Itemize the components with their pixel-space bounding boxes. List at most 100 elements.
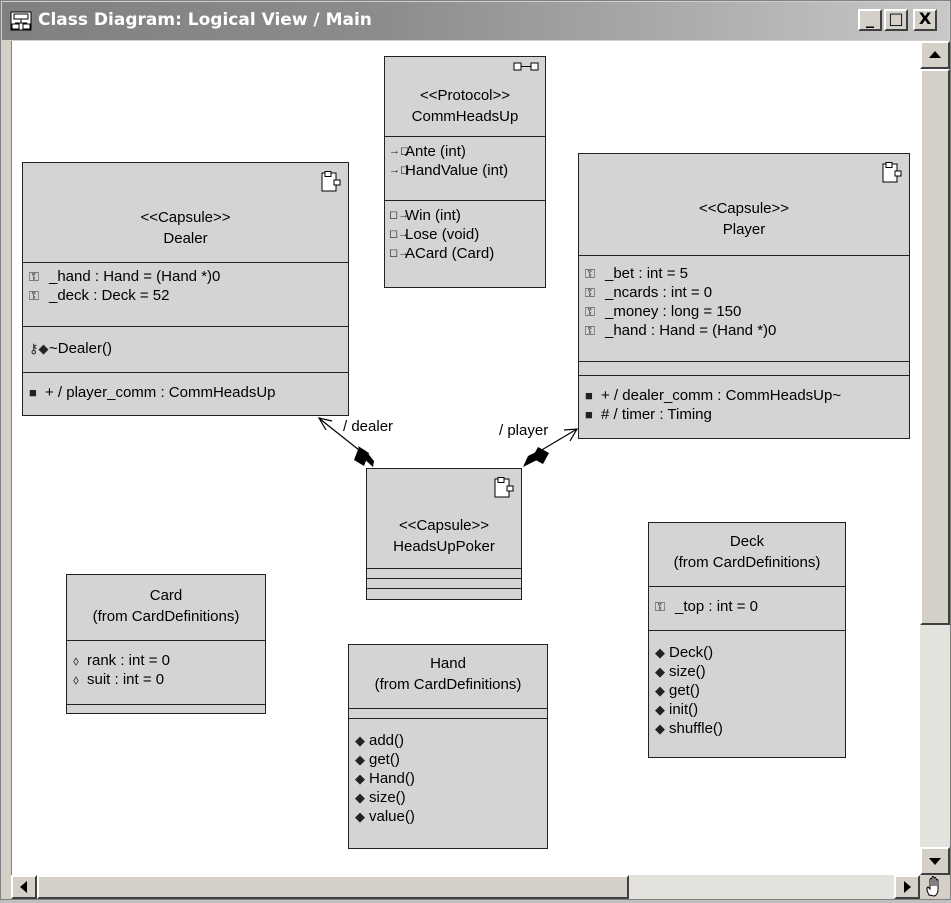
in-signals-section: →◻Ante (int) →◻HandValue (int): [385, 137, 545, 201]
protocol-icon: [513, 62, 539, 71]
minimize-button[interactable]: _: [858, 9, 882, 31]
class-header: <<Protocol>> CommHeadsUp: [385, 57, 545, 137]
class-name: Card: [149, 587, 183, 604]
class-deck[interactable]: Deck (from CardDefinitions) ⚿_top : int …: [648, 522, 846, 758]
capsule-headsuppoker[interactable]: <<Capsule>> HeadsUpPoker: [366, 468, 522, 600]
ports-section: [367, 589, 521, 599]
port-row[interactable]: ■# / timer : Timing: [585, 406, 712, 423]
operation-icon: ◆: [355, 752, 365, 767]
class-header: Hand (from CardDefinitions): [349, 645, 547, 709]
operation-row[interactable]: ◆Deck(): [655, 644, 714, 661]
operation-row[interactable]: ◆Hand(): [355, 770, 415, 787]
role-label-player: / player: [499, 422, 549, 439]
operation-row[interactable]: ◆size(): [655, 663, 706, 680]
capsule-player[interactable]: <<Capsule>> Player ⚿_bet : int = 5 ⚿_nca…: [578, 153, 910, 439]
vertical-scroll-thumb[interactable]: [920, 69, 950, 625]
in-signal-icon: →◻: [389, 145, 410, 157]
attribute-row[interactable]: ⚿_hand : Hand = (Hand *)0: [585, 322, 777, 339]
operation-row[interactable]: ⚷◆~Dealer(): [29, 340, 112, 357]
port-row[interactable]: ■+ / dealer_comm : CommHeadsUp~: [585, 387, 842, 404]
package-label: (from CardDefinitions): [92, 608, 240, 625]
port-row[interactable]: ■+ / player_comm : CommHeadsUp: [29, 384, 276, 401]
title-bar[interactable]: Class Diagram: Logical View / Main _ □ X: [2, 2, 949, 40]
window-title: Class Diagram: Logical View / Main: [38, 10, 372, 30]
operations-section: ◆add() ◆get() ◆Hand() ◆size() ◆value(): [349, 719, 547, 830]
scroll-left-button[interactable]: [11, 875, 37, 899]
signal-row[interactable]: →◻HandValue (int): [389, 162, 509, 179]
class-name: HeadsUpPoker: [393, 538, 495, 555]
destructor-icon: ⚷◆: [29, 341, 49, 356]
attribute-row[interactable]: ⬨suit : int = 0: [73, 671, 165, 688]
attribute-row[interactable]: ⚿_top : int = 0: [655, 598, 758, 615]
signal-row[interactable]: ◻→Lose (void): [389, 226, 480, 243]
signal-row[interactable]: →◻Ante (int): [389, 143, 466, 160]
scroll-right-button[interactable]: [894, 875, 920, 899]
ports-section: ■+ / dealer_comm : CommHeadsUp~ ■# / tim…: [579, 376, 909, 428]
class-name: Dealer: [163, 230, 208, 247]
operation-row[interactable]: ◆size(): [355, 789, 406, 806]
close-button[interactable]: X: [913, 9, 937, 31]
private-attribute-icon: ⚿: [29, 269, 39, 284]
operation-icon: ◆: [655, 645, 665, 660]
attribute-row[interactable]: ⚿_deck : Deck = 52: [29, 287, 170, 304]
out-signal-icon: ◻→: [389, 209, 410, 221]
private-attribute-icon: ⚿: [585, 266, 595, 281]
operations-section: [367, 579, 521, 589]
stereotype-label: <<Capsule>>: [398, 517, 490, 534]
attributes-section: [367, 569, 521, 579]
operation-icon: ◆: [355, 733, 365, 748]
hand-pan-icon: [926, 876, 939, 897]
protocol-commheadsup[interactable]: <<Protocol>> CommHeadsUp →◻Ante (int) →◻…: [384, 56, 546, 288]
stereotype-label: <<Capsule>>: [140, 209, 231, 226]
private-attribute-icon: ⚿: [655, 599, 665, 614]
class-name: Deck: [729, 533, 765, 550]
capsule-dealer[interactable]: <<Capsule>> Dealer ⚿_hand : Hand = (Hand…: [22, 162, 349, 416]
horizontal-scrollbar[interactable]: [11, 875, 920, 899]
maximize-button[interactable]: □: [884, 9, 908, 31]
class-header: Deck (from CardDefinitions): [649, 523, 845, 587]
diagram-canvas[interactable]: / dealer / player <<Protocol>> CommHeads…: [11, 41, 920, 875]
operation-row[interactable]: ◆value(): [355, 808, 415, 825]
operations-section: [67, 705, 265, 713]
public-attribute-icon: ⬨: [73, 653, 79, 668]
out-signal-icon: ◻→: [389, 228, 410, 240]
private-attribute-icon: ⚿: [29, 288, 39, 303]
attributes-section: ⬨rank : int = 0 ⬨suit : int = 0: [67, 641, 265, 705]
scroll-down-button[interactable]: [920, 847, 950, 875]
class-name: Player: [722, 221, 766, 238]
attribute-row[interactable]: ⚿_ncards : int = 0: [585, 284, 713, 301]
class-hand[interactable]: Hand (from CardDefinitions) ◆add() ◆get(…: [348, 644, 548, 849]
attributes-section: ⚿_top : int = 0: [649, 587, 845, 631]
attributes-section: ⚿_hand : Hand = (Hand *)0 ⚿_deck : Deck …: [23, 263, 348, 327]
horizontal-scroll-thumb[interactable]: [37, 875, 629, 899]
signal-row[interactable]: ◻→ACard (Card): [389, 245, 495, 262]
operation-row[interactable]: ◆init(): [655, 701, 699, 718]
operation-icon: ◆: [655, 702, 665, 717]
class-card[interactable]: Card (from CardDefinitions) ⬨rank : int …: [66, 574, 266, 714]
in-signal-icon: →◻: [389, 164, 410, 176]
package-label: (from CardDefinitions): [673, 554, 821, 571]
public-attribute-icon: ⬨: [73, 672, 79, 687]
arrow-left-icon: [20, 881, 27, 893]
capsule-icon: [494, 477, 514, 498]
signal-row[interactable]: ◻→Win (int): [389, 207, 461, 224]
operation-row[interactable]: ◆shuffle(): [655, 720, 723, 737]
class-header: <<Capsule>> Dealer: [23, 163, 348, 263]
operation-row[interactable]: ◆add(): [355, 732, 405, 749]
attribute-row[interactable]: ⚿_bet : int = 5: [585, 265, 688, 282]
port-icon: ■: [29, 385, 37, 400]
private-attribute-icon: ⚿: [585, 323, 595, 338]
stereotype-label: <<Capsule>>: [698, 200, 790, 217]
vertical-scrollbar[interactable]: [920, 41, 950, 875]
attribute-row[interactable]: ⚿_hand : Hand = (Hand *)0: [29, 268, 221, 285]
operation-row[interactable]: ◆get(): [355, 751, 400, 768]
attribute-row[interactable]: ⚿_money : long = 150: [585, 303, 742, 320]
operation-row[interactable]: ◆get(): [655, 682, 700, 699]
operation-icon: ◆: [655, 721, 665, 736]
port-icon: ■: [585, 407, 593, 422]
attributes-section: [349, 709, 547, 719]
attribute-row[interactable]: ⬨rank : int = 0: [73, 652, 170, 669]
scroll-up-button[interactable]: [920, 41, 950, 69]
pan-corner[interactable]: [920, 875, 950, 899]
